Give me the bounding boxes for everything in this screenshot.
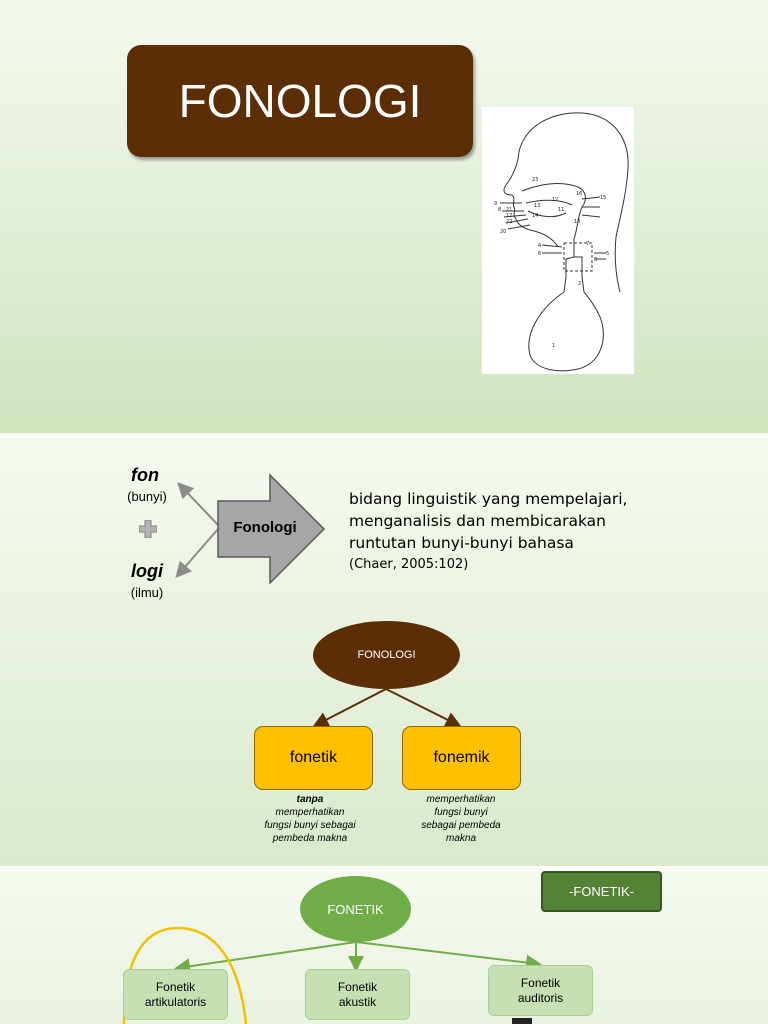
- fonologi-arrow: Fonologi: [210, 473, 330, 585]
- svg-text:11: 11: [558, 207, 564, 213]
- auditoris-line-1: Fonetik: [520, 975, 561, 990]
- arrow-to-logi: [175, 528, 219, 579]
- fonemik-note-line-3: sebagai pembeda: [421, 820, 501, 831]
- fonetik-note: tanpa memperhatikan fungsi bunyi sebagai…: [244, 793, 376, 845]
- fonemik-note-line-2: fungsi bunyi: [434, 807, 488, 818]
- svg-text:10: 10: [574, 219, 580, 225]
- title-box: FONOLOGI: [127, 45, 473, 157]
- svg-text:23: 23: [532, 177, 538, 183]
- fonemik-note-line-1: memperhatikan: [426, 794, 496, 805]
- svg-text:17: 17: [506, 213, 512, 219]
- fon-word: fon: [131, 465, 159, 485]
- slide-title-text: FONOLOGI: [178, 75, 422, 127]
- definition-line-2: menganalisis dan membicarakan: [349, 512, 606, 530]
- fonetik-note-line-2: fungsi bunyi sebagai: [264, 820, 356, 831]
- definition-line-3: runtutan bunyi-bunyi bahasa: [349, 534, 574, 552]
- fonetik-tag-label: -FONETIK-: [569, 884, 634, 899]
- arrow-to-fonetik: [312, 688, 387, 727]
- fonetik-root-label: FONETIK: [327, 901, 384, 917]
- fonemik-note: memperhatikan fungsi bunyi sebagai pembe…: [398, 793, 524, 845]
- fonetik-root-node: FONETIK: [300, 876, 411, 942]
- svg-text:14: 14: [532, 213, 538, 219]
- fonetik-tag: -FONETIK-: [541, 871, 662, 912]
- block-arrow-shape: [217, 473, 326, 585]
- node-fonetik-akustik: Fonetik akustik: [305, 969, 410, 1020]
- artikulatoris-line-2: artikulatoris: [144, 994, 207, 1009]
- slide-title: FONOLOGI: [0, 0, 768, 433]
- svg-text:22: 22: [506, 219, 512, 225]
- vocal-tract-figure: 23 9 8 15 16 12 13 11 21 17 22 14 10 20 …: [482, 107, 634, 374]
- artikulatoris-line-1: Fonetik: [155, 979, 196, 994]
- akustik-line-1: Fonetik: [337, 979, 378, 994]
- fonologi-arrow-label: Fonologi: [233, 519, 297, 536]
- akustik-line-2: akustik: [338, 994, 377, 1009]
- svg-text:5: 5: [606, 251, 609, 257]
- svg-text:4: 4: [538, 243, 541, 249]
- fon-meaning: (bunyi): [127, 489, 167, 504]
- citation: (Chaer, 2005:102): [349, 557, 469, 572]
- svg-text:13: 13: [534, 203, 540, 209]
- definition-text: bidang linguistik yang mempelajari, meng…: [349, 488, 679, 554]
- fonemik-note-line-4: makna: [445, 833, 476, 844]
- definition-line-1: bidang linguistik yang mempelajari,: [349, 490, 628, 508]
- svg-text:16: 16: [576, 191, 582, 197]
- svg-text:8: 8: [498, 207, 501, 213]
- logi-meaning: (ilmu): [130, 585, 164, 600]
- fonologi-root-node: FONOLOGI: [313, 621, 460, 689]
- fonologi-root-label: FONOLOGI: [357, 649, 416, 661]
- svg-text:15: 15: [600, 195, 606, 201]
- arrow-to-fonemik: [385, 688, 462, 727]
- arrow-to-artikulatoris: [174, 941, 357, 975]
- node-fonetik-auditoris: Fonetik auditoris: [488, 965, 593, 1016]
- logi-word: logi: [131, 561, 163, 581]
- auditoris-line-2: auditoris: [517, 990, 564, 1005]
- svg-text:2: 2: [578, 281, 581, 287]
- fonetik-note-bold: tanpa: [296, 794, 324, 805]
- fonetik-node: fonetik: [254, 726, 373, 790]
- svg-text:1: 1: [552, 343, 555, 349]
- vocal-tract-drawing: 23 9 8 15 16 12 13 11 21 17 22 14 10 20 …: [494, 112, 629, 372]
- slide2-connectors: [175, 482, 462, 727]
- fonetik-note-line-3: pembeda makna: [272, 833, 348, 844]
- svg-text:20: 20: [500, 229, 506, 235]
- svg-text:7: 7: [586, 241, 589, 247]
- svg-text:12: 12: [552, 197, 558, 203]
- slide-definition: fon (bunyi) logi (ilmu) Fonologi bidang …: [0, 433, 768, 866]
- fonemik-label: fonemik: [433, 749, 490, 766]
- fonetik-note-line-1: memperhatikan: [275, 807, 345, 818]
- fonetik-label: fonetik: [289, 749, 338, 766]
- node-fonetik-artikulatoris: Fonetik artikulatoris: [123, 969, 228, 1020]
- plus-icon: [139, 520, 157, 538]
- svg-text:21: 21: [506, 207, 512, 213]
- fonemik-node: fonemik: [402, 726, 521, 790]
- arrow-to-fon: [177, 482, 219, 526]
- svg-text:3: 3: [594, 257, 597, 263]
- cropped-glyph: [512, 1018, 532, 1024]
- svg-text:6: 6: [538, 251, 541, 257]
- slide-fonetik: FONETIK -FONETIK- Fonetik artikulatoris …: [0, 868, 768, 1024]
- arrow-to-auditoris: [355, 941, 542, 971]
- svg-text:9: 9: [494, 201, 497, 207]
